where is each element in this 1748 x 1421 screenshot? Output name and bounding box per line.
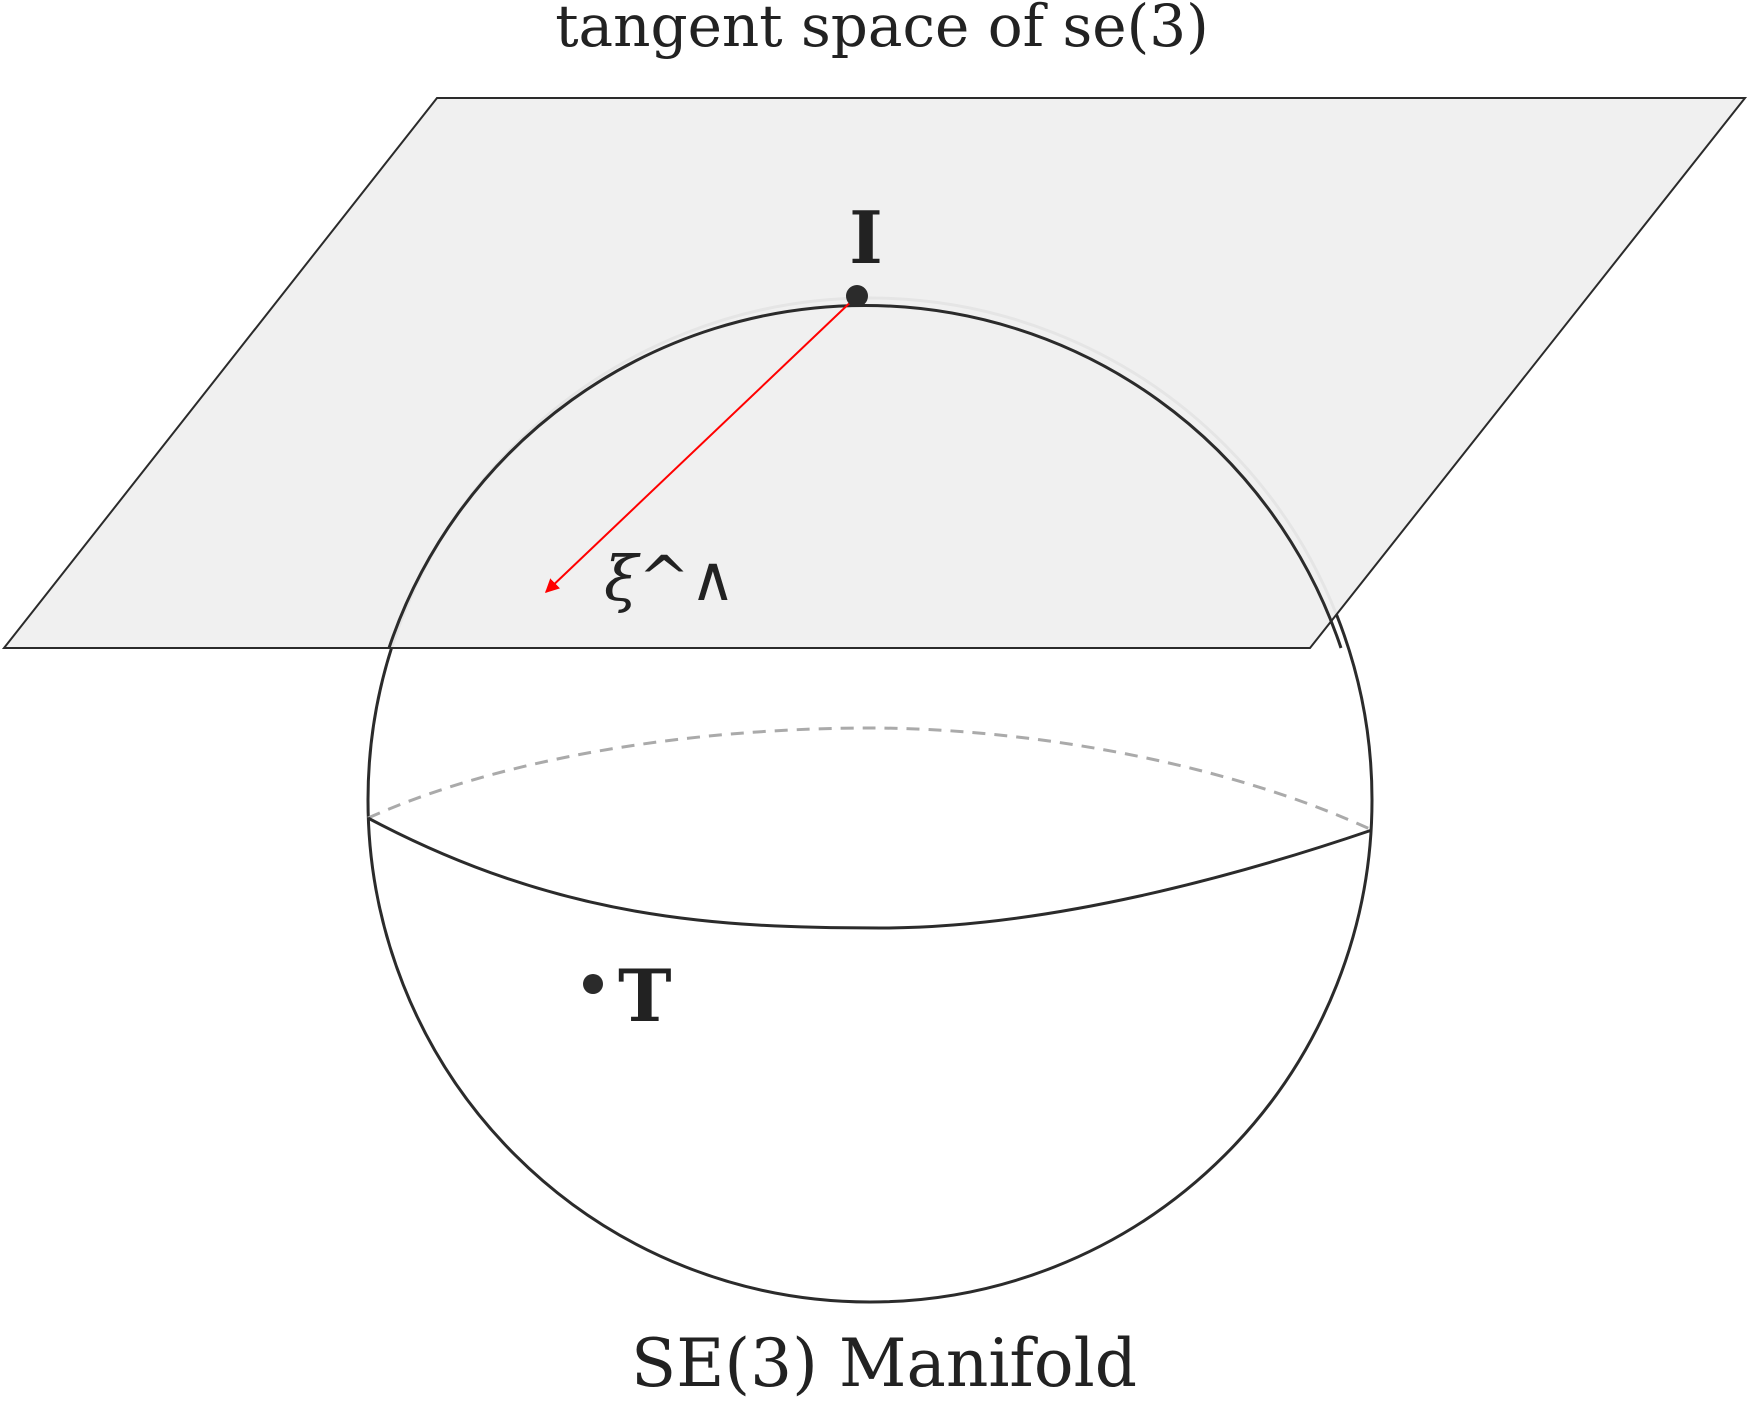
identity-point xyxy=(846,285,868,307)
manifold-caption: SE(3) Manifold xyxy=(631,1325,1137,1402)
sphere-upper-arc xyxy=(387,303,1343,649)
tangent-vector-arrow xyxy=(544,295,858,593)
vector-label: ξ^∧ xyxy=(604,542,735,615)
identity-label: I xyxy=(849,195,883,280)
transform-label: T xyxy=(618,953,672,1038)
equator-front-solid xyxy=(367,816,1373,930)
diagram-title: tangent space of se(3) xyxy=(555,0,1209,60)
transform-point xyxy=(583,974,603,994)
equator-back-dashed xyxy=(367,726,1373,832)
tangent-plane xyxy=(1,97,1748,649)
